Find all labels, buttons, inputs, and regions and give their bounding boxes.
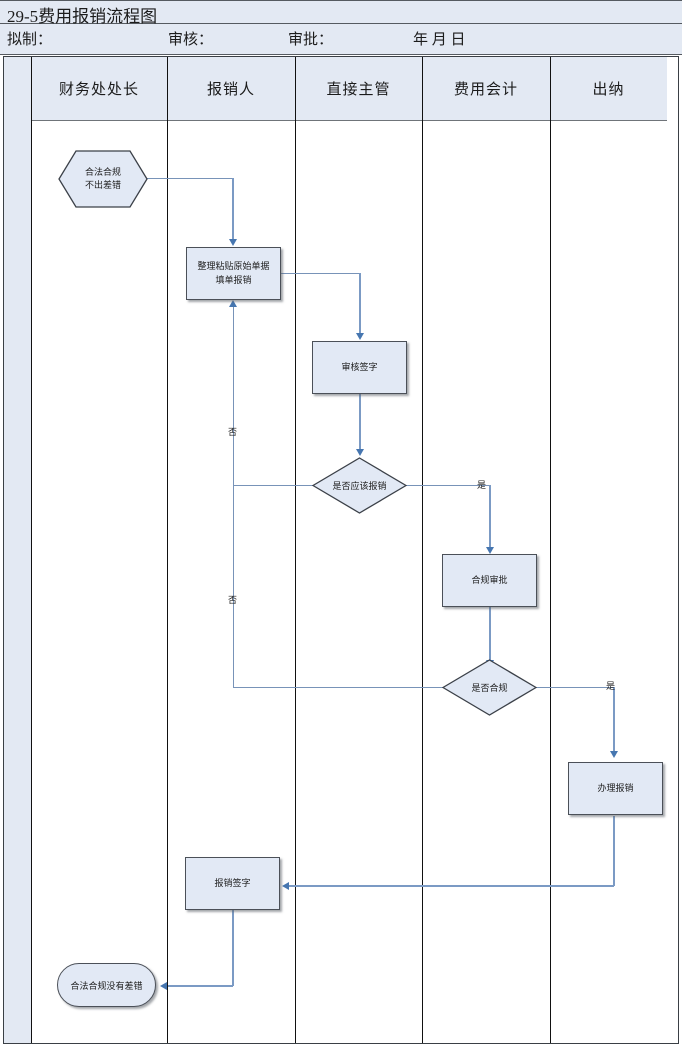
edge-prepare-to-review-v: [359, 273, 361, 334]
node-sign-box[interactable]: 报销签字: [185, 857, 280, 910]
edge-dec1-no-h: [233, 485, 313, 486]
edge-review-to-dec1: [359, 394, 361, 450]
arrow-into-review: [356, 333, 364, 340]
field-approved-by: 审批：: [288, 32, 334, 48]
node-prepare-box[interactable]: 整理粘贴原始单据 填单报销: [186, 247, 281, 300]
node-start-hexagon[interactable]: 合法合规 不出差错: [58, 150, 148, 208]
lane-header-cashier: 出纳: [592, 82, 625, 98]
node-decision-should-reimburse[interactable]: 是否应该报销: [312, 457, 407, 514]
node-payout-box[interactable]: 办理报销: [568, 762, 663, 815]
table-frame: [3, 56, 679, 1044]
node-approve-box[interactable]: 合规审批: [442, 554, 537, 607]
node-end-terminal[interactable]: 合法合规没有差错: [57, 963, 156, 1007]
header-mid-rule: [0, 23, 682, 24]
edge-prepare-to-review-h: [280, 273, 360, 274]
arrow-into-payout: [610, 751, 618, 758]
edge-approve-to-dec2: [489, 607, 491, 661]
field-date: 年 月 日: [413, 32, 466, 48]
arrow-into-prepare: [229, 239, 237, 246]
edge-start-to-prepare-h: [147, 178, 234, 179]
edge-label-dec1-yes: 是: [477, 480, 487, 490]
edge-start-to-prepare-v: [232, 178, 234, 240]
edge-label-dec1-no: 否: [228, 427, 238, 437]
node-decision-is-compliant[interactable]: 是否合规: [442, 659, 537, 716]
edge-dec2-yes-h: [534, 687, 614, 688]
edge-label-dec2-no: 否: [228, 595, 238, 605]
left-gutter-band: [4, 57, 31, 1043]
node-start-line2: 不出差错: [84, 180, 121, 190]
node-end-label: 合法合规没有差错: [70, 980, 143, 991]
lane-divider-1: [167, 57, 168, 1043]
node-prepare-line1: 整理粘贴原始单据: [197, 261, 270, 272]
node-review-label: 审核签字: [341, 361, 378, 372]
node-start-line1: 合法合规: [84, 166, 121, 177]
header-bottom-rule: [0, 54, 682, 55]
edge-dec2-yes-v: [613, 687, 615, 752]
lane-header-claimant: 报销人: [206, 82, 255, 98]
edge-dec2-no-h: [233, 687, 445, 688]
lane-header-expense-accountant: 费用会计: [453, 82, 518, 98]
arrow-into-end: [160, 982, 167, 990]
edge-sign-to-end-v: [232, 910, 234, 986]
node-decision1-label: 是否应该报销: [332, 481, 387, 491]
lane-divider-3: [422, 57, 423, 1043]
return-rail: [233, 307, 234, 687]
lane-divider-0: [31, 57, 32, 1043]
header-top-rule: [0, 0, 682, 1]
arrow-into-approve: [486, 547, 494, 554]
lane-header-finance-director: 财务处处长: [58, 82, 139, 98]
arrow-into-sign: [282, 882, 289, 890]
lane-divider-4: [550, 57, 551, 1043]
edge-dec1-yes-h: [406, 485, 490, 486]
node-review-box[interactable]: 审核签字: [312, 341, 407, 394]
header-band: [0, 0, 682, 55]
node-sign-label: 报销签字: [214, 877, 251, 888]
node-prepare-line2: 填单报销: [215, 274, 252, 285]
swimlane-header-row: [31, 57, 667, 120]
node-approve-label: 合规审批: [471, 574, 508, 585]
field-drafted-by: 拟制：: [7, 32, 53, 48]
edge-payout-to-sign-v: [613, 816, 615, 886]
page-title: 29-5费用报销流程图: [7, 7, 158, 26]
edge-payout-to-sign-h: [289, 885, 614, 887]
lane-divider-2: [295, 57, 296, 1043]
edge-dec1-yes-v: [489, 485, 491, 548]
edge-label-dec2-yes: 是: [606, 681, 616, 691]
arrow-return-into-prepare: [229, 300, 237, 307]
arrow-into-dec1: [356, 449, 364, 456]
edge-sign-to-end-h: [168, 985, 233, 987]
node-decision2-label: 是否合规: [471, 683, 508, 693]
node-payout-label: 办理报销: [597, 782, 634, 793]
header-row-rule: [31, 120, 667, 121]
lane-header-direct-manager: 直接主管: [326, 82, 391, 98]
field-reviewed-by: 审核：: [168, 32, 214, 48]
